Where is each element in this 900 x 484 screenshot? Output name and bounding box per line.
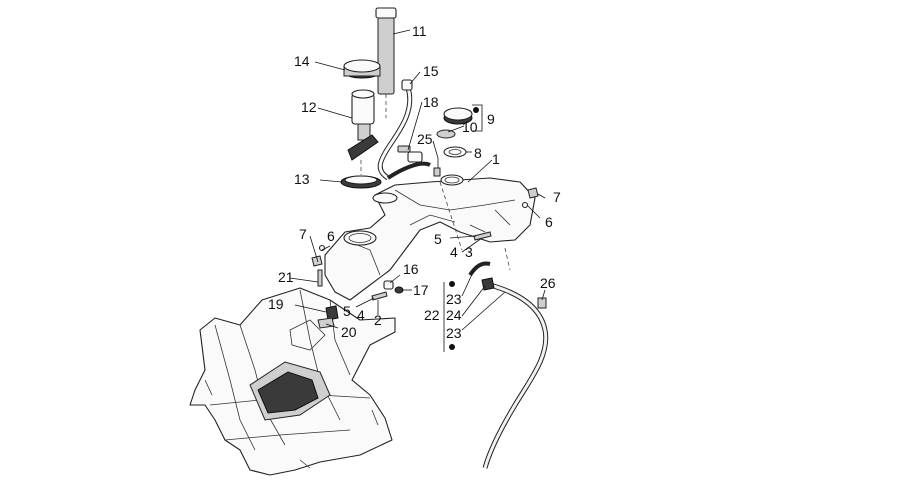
callout-18: 18 [423, 94, 439, 110]
callout-24: 24 [446, 307, 462, 323]
callout-9: 9 [487, 111, 495, 127]
fuel-hose [377, 79, 431, 181]
callout-21: 21 [278, 269, 294, 285]
bullet-9 [473, 107, 479, 113]
fuel-pump [347, 89, 379, 161]
screw-3-left [371, 291, 388, 301]
callout-10: 10 [462, 119, 478, 135]
callout-5-right: 5 [434, 231, 442, 247]
callout-3: 3 [465, 244, 473, 260]
callout-15: 15 [423, 63, 439, 79]
bullet-23b [449, 344, 455, 350]
fuel-tank [324, 174, 536, 301]
callout-19: 19 [268, 296, 284, 312]
filler-ring [443, 146, 467, 158]
callout-13: 13 [294, 171, 310, 187]
callout-20: 20 [341, 324, 357, 340]
bracket-21 [317, 269, 323, 287]
filler-screw [433, 167, 441, 177]
clip-20 [317, 317, 335, 329]
bullet-23a [449, 281, 455, 287]
callout-14: 14 [294, 53, 310, 69]
cap-gasket [436, 129, 456, 139]
callout-23-bottom: 23 [446, 325, 462, 341]
callout-2: 2 [374, 312, 382, 328]
callout-5-left: 5 [343, 303, 351, 319]
callout-6-left: 6 [327, 228, 335, 244]
fastener-19 [325, 305, 339, 321]
callout-17: 17 [413, 282, 429, 298]
frame-assembly [189, 287, 396, 476]
callout-22: 22 [424, 307, 440, 323]
breather-hose [468, 261, 549, 469]
washer-6-right [521, 201, 529, 209]
callout-7-left: 7 [299, 226, 307, 242]
filler-cap [443, 107, 473, 125]
callout-7-right: 7 [553, 189, 561, 205]
callout-23-top: 23 [446, 291, 462, 307]
fuel-level-sender [375, 7, 397, 118]
bolt-7-right [527, 187, 539, 199]
callout-16: 16 [403, 261, 419, 277]
screw-3-right [473, 231, 492, 241]
callout-8: 8 [474, 145, 482, 161]
pump-gasket [340, 160, 382, 189]
ring-nut [343, 59, 381, 79]
spacer-16 [383, 280, 394, 290]
callout-25: 25 [417, 131, 433, 147]
callout-12: 12 [301, 99, 317, 115]
callout-4-right: 4 [450, 244, 458, 260]
callout-26: 26 [540, 275, 556, 291]
leader-lines [289, 29, 546, 352]
callout-11: 11 [412, 23, 427, 39]
grommet-17 [394, 286, 404, 294]
callout-1: 1 [492, 151, 500, 167]
bolt-7-left [311, 255, 323, 267]
callout-6-right: 6 [545, 214, 553, 230]
callout-4-left: 4 [357, 307, 365, 323]
